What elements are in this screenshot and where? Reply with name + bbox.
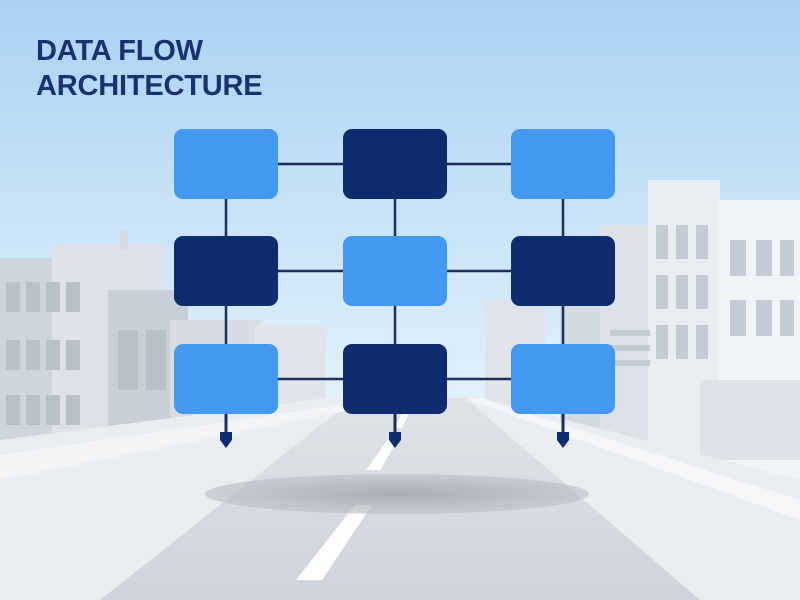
data-node-1-1 <box>174 129 278 199</box>
diagram-shadow <box>205 474 589 514</box>
output-pin <box>220 414 232 448</box>
data-node-1-2 <box>343 129 447 199</box>
data-node-1-3 <box>511 129 615 199</box>
lane-markings <box>296 410 410 580</box>
data-node-2-1 <box>174 236 278 306</box>
data-node-3-1 <box>174 344 278 414</box>
output-pin <box>557 414 569 448</box>
page-title: DATA FLOW ARCHITECTURE <box>36 34 263 104</box>
title-line-2: ARCHITECTURE <box>36 70 263 102</box>
data-node-2-2 <box>343 236 447 306</box>
data-node-3-3 <box>511 344 615 414</box>
output-pins <box>220 414 569 448</box>
buildings-right <box>485 180 800 480</box>
data-node-2-3 <box>511 236 615 306</box>
data-node-3-2 <box>343 344 447 414</box>
data-nodes <box>174 129 615 414</box>
output-pin <box>389 414 401 448</box>
title-line-1: DATA FLOW <box>36 35 203 67</box>
